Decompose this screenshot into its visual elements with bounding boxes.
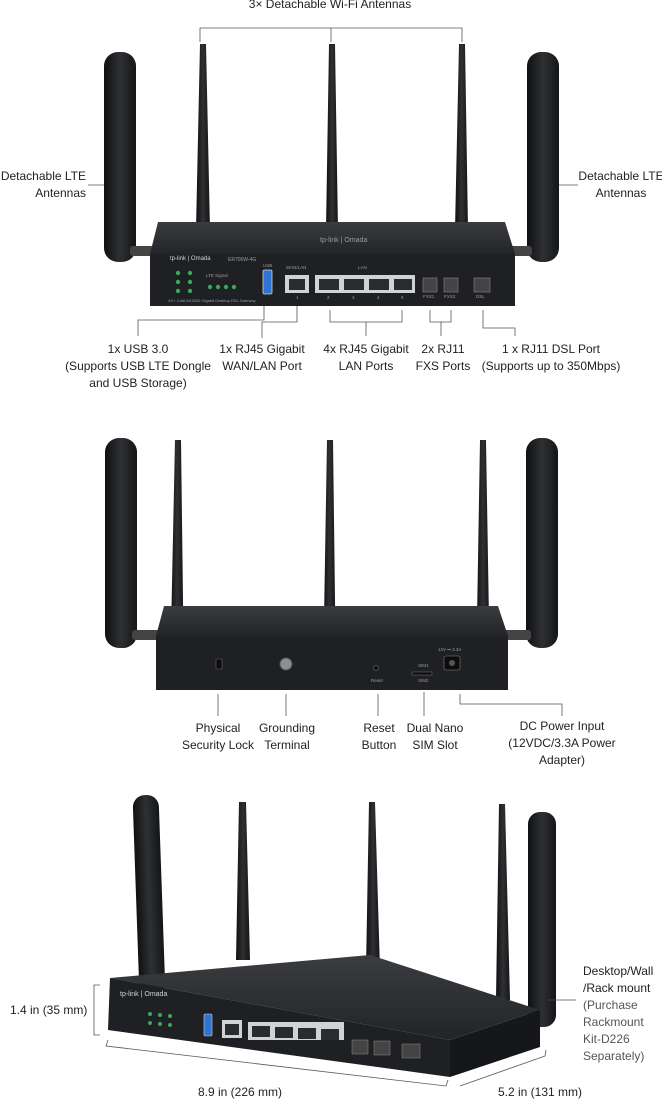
lan-port-label: LAN bbox=[358, 265, 367, 270]
fxs2-port-label: FXS2 bbox=[444, 294, 456, 299]
power-rating-label: 12V ⎓ 3.3A bbox=[438, 647, 462, 652]
lock-callout: Physical Security Lock bbox=[181, 721, 255, 752]
front-subtitle: 4G+ Cat6 AX3000 Gigabit Desktop DSL Gate… bbox=[168, 298, 256, 303]
fxs1-port-label: FXS1 bbox=[423, 294, 435, 299]
reset-device-label: Reset bbox=[371, 678, 383, 683]
dc-callout: DC Power Input (12VDC/3.3A Power Adapter… bbox=[508, 719, 616, 767]
sim-slot bbox=[411, 671, 433, 676]
port-number-5: 5 bbox=[401, 295, 404, 300]
angle-wifi-antenna-2 bbox=[366, 802, 380, 970]
depth-dim-line bbox=[459, 1049, 547, 1087]
usb-callout: 1x USB 3.0 (Supports USB LTE Dongle and … bbox=[65, 342, 211, 390]
height-label: 1.4 in (35 mm) bbox=[10, 1003, 88, 1017]
top-view: tp-link | Omada bbox=[88, 27, 578, 338]
sim1-label: SIM1 bbox=[418, 663, 429, 668]
usb-port bbox=[262, 269, 273, 295]
back-lte-antenna-right bbox=[526, 438, 558, 648]
port-number-3: 3 bbox=[352, 295, 355, 300]
width-label: 8.9 in (226 mm) bbox=[197, 1085, 283, 1099]
sim-callout: Dual Nano SIM Slot bbox=[406, 721, 464, 752]
wifi-antenna-leader bbox=[199, 27, 463, 42]
angle-lte-antenna-right bbox=[528, 812, 556, 1027]
dsl-port-label: DSL bbox=[476, 294, 485, 299]
angle-wifi-antenna-3 bbox=[496, 804, 510, 1000]
height-dim-line bbox=[93, 984, 100, 1036]
fxs-callout: 2x RJ11 FXS Ports bbox=[415, 342, 471, 373]
angle-side-panel bbox=[450, 1010, 540, 1077]
angle-view: tp-link | Omada bbox=[93, 795, 576, 1087]
angle-brand: tp-link | Omada bbox=[120, 991, 167, 998]
front-brand: tp-link | Omada bbox=[170, 256, 211, 262]
dsl-port bbox=[473, 277, 491, 293]
dsl-leader bbox=[482, 310, 516, 336]
wan-callout: 1x RJ45 Gigabit WAN/LAN Port bbox=[219, 342, 305, 373]
lte-right-label: Detachable LTE Antennas bbox=[578, 169, 662, 200]
angle-leds bbox=[148, 1012, 172, 1027]
back-lte-antenna-left bbox=[105, 438, 137, 648]
depth-label: 5.2 in (131 mm) bbox=[497, 1085, 583, 1099]
security-lock-slot bbox=[215, 658, 223, 670]
led-cluster bbox=[175, 270, 237, 294]
back-top-surface bbox=[156, 606, 508, 636]
dc-leader bbox=[459, 694, 563, 716]
port-number-4: 4 bbox=[377, 295, 380, 300]
lan-ports bbox=[315, 275, 415, 293]
fxs1-port bbox=[422, 277, 438, 293]
port-number-2: 2 bbox=[327, 295, 330, 300]
sim2-label: SIM2 bbox=[418, 678, 429, 683]
wan-leader bbox=[261, 306, 298, 338]
dsl-callout: 1 x RJ11 DSL Port (Supports up to 350Mbp… bbox=[481, 342, 621, 373]
lan-callout: 4x RJ45 Gigabit LAN Ports bbox=[323, 342, 409, 373]
angle-wifi-antenna-1 bbox=[236, 802, 250, 960]
mount-label: Desktop/Wall /Rack mount (Purchase Rackm… bbox=[583, 964, 654, 1063]
usb-leader bbox=[137, 306, 265, 336]
width-dim-line bbox=[105, 1039, 449, 1087]
reset-callout: Reset Button bbox=[361, 721, 397, 752]
port-number-1: 1 bbox=[296, 295, 299, 300]
wifi-antenna-3 bbox=[455, 44, 468, 230]
wifi-antenna-1 bbox=[196, 44, 210, 230]
angle-top-surface bbox=[110, 955, 540, 1040]
wan-port-label: WAN/LAN bbox=[286, 265, 307, 270]
angle-usb-port bbox=[203, 1013, 213, 1037]
fxs-leader bbox=[429, 310, 452, 336]
usb-port-label: USB bbox=[263, 263, 273, 268]
top-logo: tp-link | Omada bbox=[320, 237, 367, 244]
led-group-label: LTE Signal bbox=[206, 273, 228, 278]
lte-antenna-right bbox=[527, 52, 559, 262]
lan-leader bbox=[329, 310, 403, 336]
reset-hole bbox=[373, 665, 379, 671]
fxs2-port bbox=[443, 277, 459, 293]
back-view bbox=[105, 438, 563, 716]
wifi-antennas-label: 3× Detachable Wi-Fi Antennas bbox=[248, 0, 412, 11]
ground-callout: Grounding Terminal bbox=[258, 721, 316, 752]
lte-antenna-left bbox=[104, 52, 136, 262]
device-top-surface bbox=[150, 222, 515, 254]
lte-left-label: Detachable LTE Antennas bbox=[0, 169, 86, 200]
angle-lte-antenna-left bbox=[132, 795, 166, 995]
angle-lan-ports bbox=[248, 1022, 344, 1040]
grounding-terminal bbox=[279, 657, 293, 671]
lte-connector-left bbox=[130, 246, 154, 256]
front-model: ER706W-4G bbox=[228, 257, 257, 263]
wifi-antenna-2 bbox=[326, 44, 338, 230]
